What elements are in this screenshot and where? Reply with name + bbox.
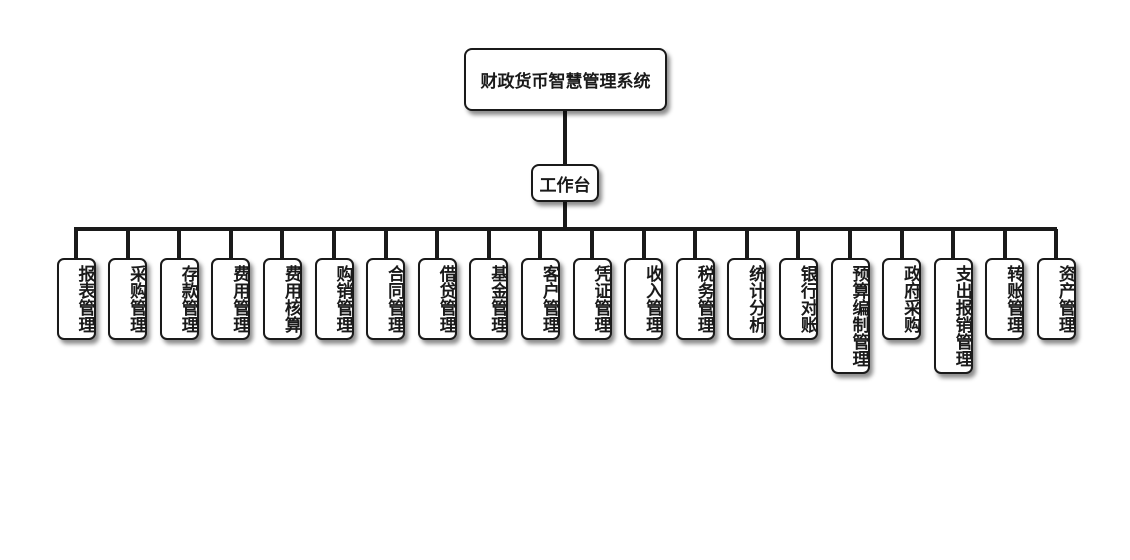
module-label: 转账管理: [1003, 265, 1024, 333]
module-label: 购销管理: [332, 265, 353, 333]
module-node[interactable]: 政府采购: [882, 258, 922, 340]
module-node[interactable]: 购销管理: [314, 258, 354, 340]
module-label: 合同管理: [384, 265, 405, 333]
module-node[interactable]: 合同管理: [366, 258, 406, 340]
module-node[interactable]: 借贷管理: [417, 258, 457, 340]
drop-connector: [899, 229, 904, 260]
drop-connector: [641, 229, 646, 260]
root-node[interactable]: 财政货币智慧管理系统: [464, 48, 667, 111]
module-label: 采购管理: [126, 265, 147, 333]
module-label: 政府采购: [900, 265, 921, 333]
hub-connector: [563, 202, 567, 229]
module-label: 银行对账: [796, 265, 817, 333]
module-node[interactable]: 采购管理: [108, 258, 148, 340]
module-label: 费用管理: [229, 265, 250, 333]
drop-connector: [1002, 229, 1007, 260]
module-label: 预算编制管理: [848, 265, 869, 367]
module-node[interactable]: 存款管理: [159, 258, 199, 340]
drop-connector: [383, 229, 388, 260]
module-node[interactable]: 税务管理: [675, 258, 715, 340]
drop-connector: [228, 229, 233, 260]
drop-connector: [280, 229, 285, 260]
drop-connector: [538, 229, 543, 260]
drop-connector: [332, 229, 336, 260]
module-label: 基金管理: [487, 265, 508, 333]
module-node[interactable]: 收入管理: [624, 258, 664, 340]
root-connector: [563, 111, 567, 164]
module-node[interactable]: 报表管理: [56, 258, 96, 340]
drop-connector: [796, 229, 801, 260]
module-node[interactable]: 转账管理: [985, 258, 1025, 340]
module-node[interactable]: 客户管理: [520, 258, 560, 340]
workbench-node[interactable]: 工作台: [531, 164, 599, 202]
drop-connector: [590, 229, 594, 260]
drop-connector: [951, 229, 956, 260]
module-label: 报表管理: [74, 265, 95, 333]
module-node[interactable]: 基金管理: [469, 258, 509, 340]
module-node[interactable]: 支出报销管理: [933, 258, 973, 374]
drop-connector: [74, 229, 78, 260]
module-label: 费用核算: [280, 265, 301, 333]
module-node[interactable]: 费用核算: [262, 258, 302, 340]
drop-connector: [744, 229, 749, 260]
module-node[interactable]: 费用管理: [211, 258, 251, 340]
module-node[interactable]: 统计分析: [727, 258, 767, 340]
drop-connector: [177, 229, 182, 260]
module-label: 统计分析: [745, 265, 766, 333]
branch-bus: [74, 227, 1057, 231]
module-node[interactable]: 凭证管理: [572, 258, 612, 340]
module-node[interactable]: 预算编制管理: [830, 258, 870, 374]
module-label: 借贷管理: [435, 265, 456, 333]
drop-connector: [435, 229, 440, 260]
drop-connector: [125, 229, 130, 260]
root-label: 财政货币智慧管理系统: [480, 72, 651, 92]
module-label: 存款管理: [177, 265, 198, 333]
module-label: 客户管理: [538, 265, 559, 333]
drop-connector: [1054, 229, 1059, 260]
hub-label: 工作台: [539, 175, 591, 196]
module-label: 资产管理: [1054, 265, 1075, 333]
drop-connector: [486, 229, 491, 260]
drop-connector: [848, 229, 852, 260]
module-node[interactable]: 资产管理: [1036, 258, 1076, 340]
module-label: 凭证管理: [590, 265, 611, 333]
module-label: 支出报销管理: [951, 265, 972, 367]
drop-connector: [693, 229, 698, 260]
module-node[interactable]: 银行对账: [778, 258, 818, 340]
module-label: 税务管理: [693, 265, 714, 333]
module-label: 收入管理: [642, 265, 663, 333]
